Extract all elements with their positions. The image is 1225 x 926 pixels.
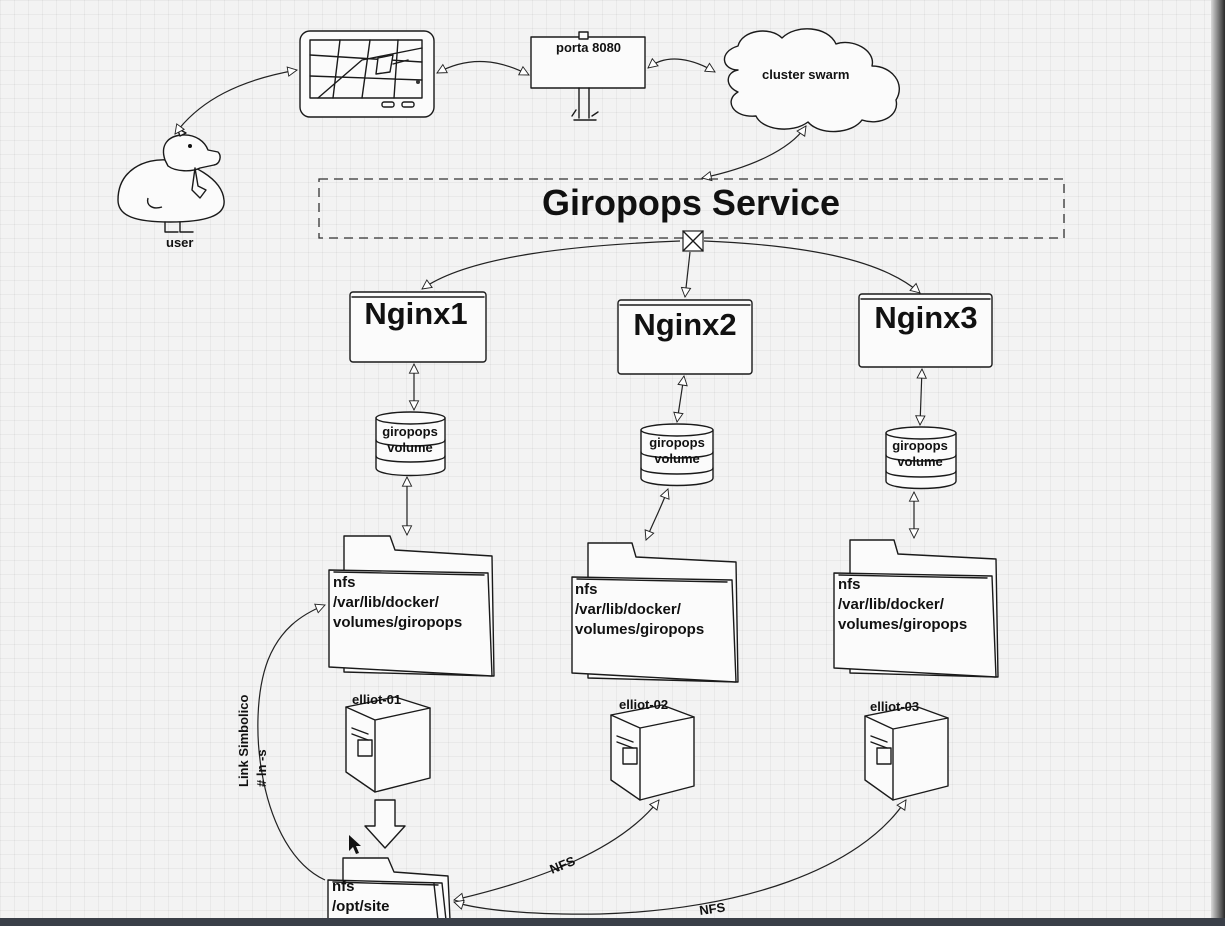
bottom-nfs-folder[interactable]: nfs /opt/site <box>327 857 451 921</box>
service-title: Giropops Service <box>542 182 840 223</box>
user-label: user <box>166 235 193 250</box>
folder-2-line1: nfs <box>575 581 598 598</box>
nginx2-node[interactable]: Nginx2 <box>617 299 753 375</box>
server-1-label: elliot-01 <box>352 692 401 707</box>
nfs-connector-server3 <box>454 800 906 915</box>
bottom-bar <box>0 918 1225 926</box>
server-2-label: elliot-02 <box>619 697 668 712</box>
user-to-device-connector <box>175 70 297 134</box>
volume-2-line1: giropops <box>649 435 705 450</box>
nfs-connector-server2 <box>454 800 659 900</box>
bottom-folder-line1: nfs <box>332 878 355 895</box>
nginx1-node[interactable]: Nginx1 <box>349 291 487 363</box>
nginx3-node[interactable]: Nginx3 <box>858 293 993 368</box>
down-arrow <box>364 799 406 849</box>
folder-1-line2: /var/lib/docker/ <box>333 594 440 611</box>
service-to-nginx3-connector <box>703 240 920 293</box>
volume-3-line1: giropops <box>892 438 948 453</box>
volume-1: giropops volume <box>375 411 446 477</box>
folder-3-line3: volumes/giropops <box>838 616 967 633</box>
volume-1-line2: volume <box>387 440 433 455</box>
device-to-port-connector <box>437 60 529 76</box>
tablet-map-device[interactable] <box>299 30 435 118</box>
service-to-nginx1-connector <box>422 240 681 289</box>
folder-3-line2: /var/lib/docker/ <box>838 596 945 613</box>
user-figure: user <box>117 127 225 250</box>
cluster-cloud: cluster swarm <box>723 28 900 133</box>
folder-1-line1: nfs <box>333 574 356 591</box>
service-to-nginx2-connector <box>685 251 690 297</box>
bottom-folder-line2: /opt/site <box>332 898 390 915</box>
volume-1-line1: giropops <box>382 424 438 439</box>
cloud-to-service-connector <box>702 126 806 178</box>
port-sign-label: porta 8080 <box>556 40 621 55</box>
nginx3-label: Nginx3 <box>874 300 977 335</box>
nginx2-label: Nginx2 <box>633 307 736 342</box>
folder-3-line1: nfs <box>838 576 861 593</box>
nfs-label-2: NFS <box>698 899 726 918</box>
link-label-1: Link Simbolico <box>236 694 251 787</box>
window-edge <box>1211 0 1225 926</box>
nfs-folder-3[interactable]: nfs /var/lib/docker/ volumes/giropops <box>833 539 999 678</box>
port-signpost: porta 8080 <box>530 31 646 121</box>
volume-3: giropops volume <box>885 426 957 490</box>
folder-2-line2: /var/lib/docker/ <box>575 601 682 618</box>
link-label-2: # ln -s <box>254 749 269 787</box>
volume-3-line2: volume <box>897 454 943 469</box>
nginx1-label: Nginx1 <box>364 296 467 331</box>
volume-2-line2: volume <box>654 451 700 466</box>
volume-2: giropops volume <box>640 423 714 487</box>
folder-1-line3: volumes/giropops <box>333 614 462 631</box>
cloud-label: cluster swarm <box>762 67 849 82</box>
nfs-folder-1[interactable]: nfs /var/lib/docker/ volumes/giropops <box>328 535 495 677</box>
server-1[interactable]: elliot-01 <box>345 692 431 793</box>
nfs-folder-2[interactable]: nfs /var/lib/docker/ volumes/giropops <box>571 542 739 683</box>
server-2[interactable]: elliot-02 <box>610 697 695 801</box>
mouse-cursor <box>349 835 361 854</box>
folder-2-line3: volumes/giropops <box>575 621 704 638</box>
service-box[interactable]: Giropops Service <box>318 178 1065 252</box>
nfs-label-1: NFS <box>548 853 578 877</box>
server-3[interactable]: elliot-03 <box>864 699 949 801</box>
port-to-cloud-connector <box>648 59 715 72</box>
symlink-connector <box>257 605 325 881</box>
server-3-label: elliot-03 <box>870 699 919 714</box>
